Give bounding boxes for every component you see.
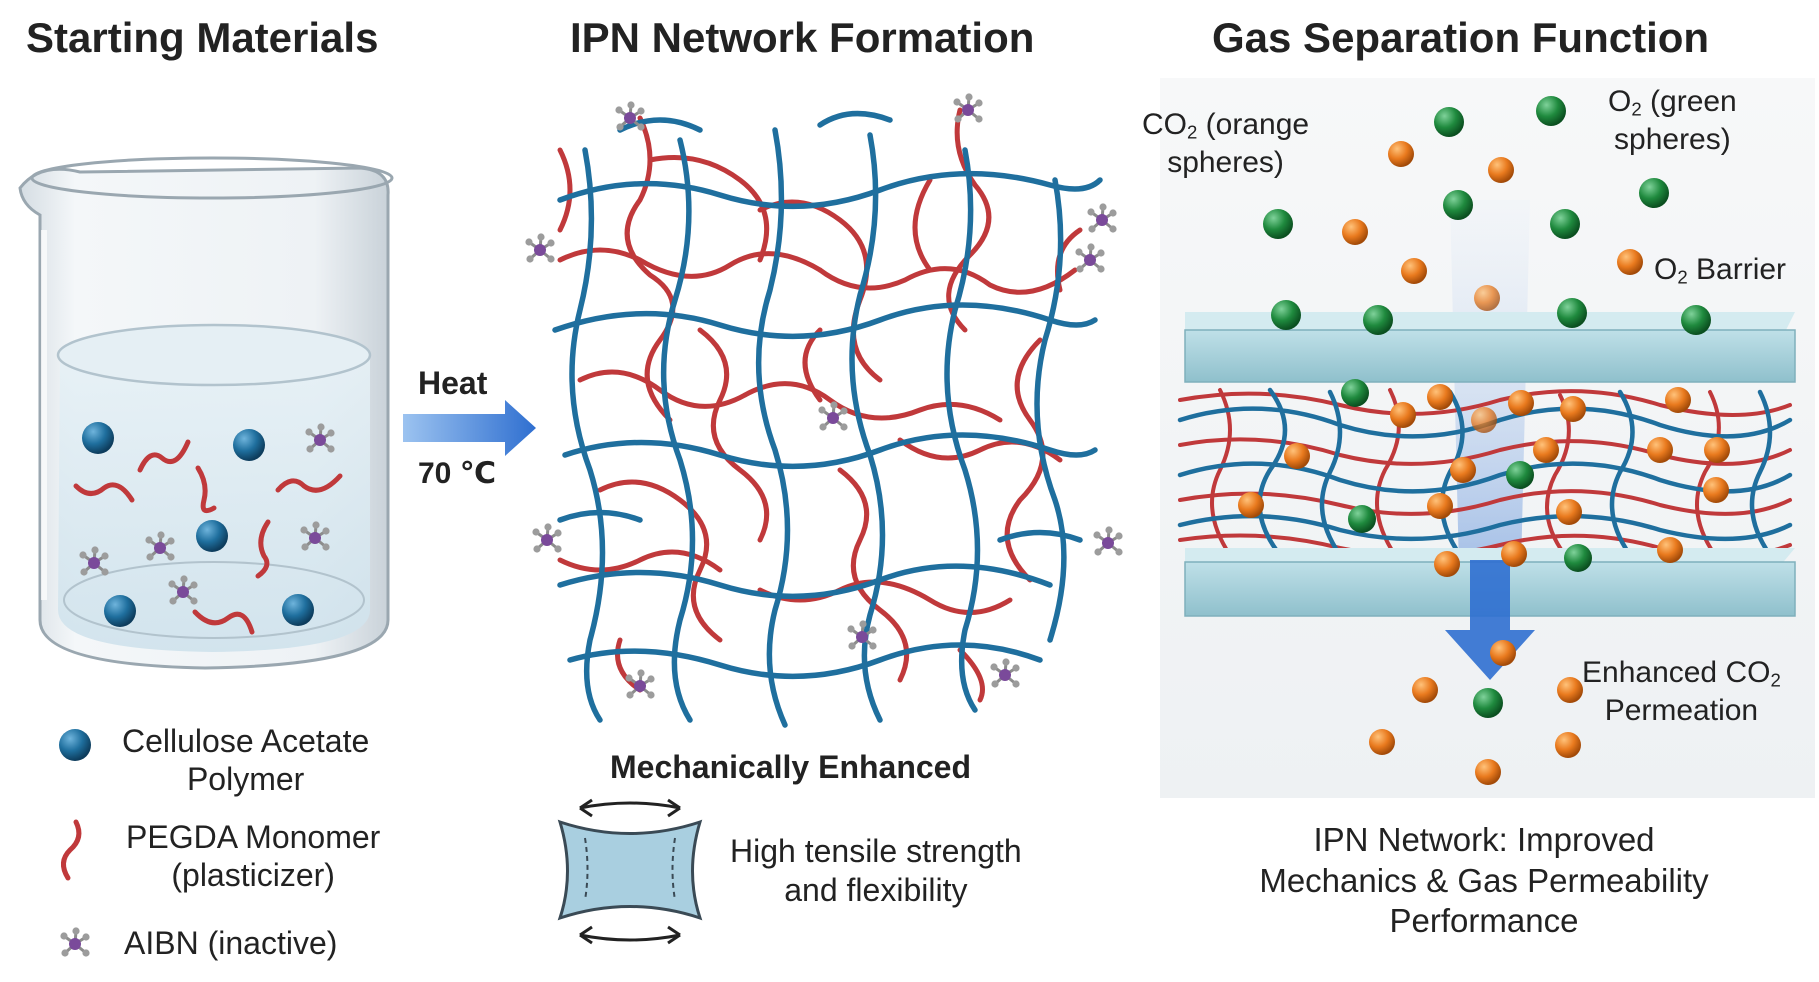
panel-title-starting-materials: Starting Materials — [26, 14, 379, 61]
mechanically-enhanced-title: Mechanically Enhanced — [610, 749, 972, 785]
co2-label-suffix: (orange — [1197, 108, 1310, 141]
ipn-network — [523, 91, 1125, 728]
o2-label-line2: spheres) — [1614, 122, 1731, 156]
ipn-summary-label: IPN Network: Improved Mechanics & Gas Pe… — [1218, 820, 1750, 942]
legend-pegda-line1: PEGDA Monomer — [126, 819, 381, 855]
summary-line2: Mechanics & Gas Permeability — [1259, 861, 1709, 899]
legend-pegda-icon — [61, 819, 82, 881]
permeation-sub: 2 — [1770, 669, 1781, 691]
legend-cellulose-line1: Cellulose Acetate — [122, 723, 370, 759]
tensile-strength-label: High tensile strength and flexibility — [730, 832, 1022, 911]
co2-label-line2: spheres) — [1167, 145, 1284, 179]
o2-label: O2 (green spheres) — [1608, 84, 1737, 158]
o2-barrier-label: O2 Barrier — [1654, 252, 1786, 290]
o2-label-text: O — [1608, 85, 1632, 118]
enhanced-co2-permeation-label: Enhanced CO2 Permeation — [1582, 655, 1781, 729]
o2-barrier-sub: 2 — [1677, 266, 1688, 288]
legend-aibn-label: AIBN (inactive) — [124, 925, 338, 961]
beaker — [18, 156, 394, 670]
tensile-line2: and flexibility — [784, 872, 968, 909]
heat-label: Heat — [418, 365, 488, 401]
panel-title-gas-separation-function: Gas Separation Function — [1212, 14, 1710, 61]
legend-aibn-icon — [58, 925, 92, 959]
heat-arrow — [403, 400, 536, 456]
permeation-line2: Permeation — [1604, 693, 1759, 727]
legend-cellulose-label: Cellulose Acetate Polymer — [122, 722, 369, 799]
summary-line3: Performance — [1389, 902, 1579, 940]
top-membrane — [1184, 312, 1796, 383]
legend-pegda-line2: (plasticizer) — [171, 857, 335, 894]
legend-cellulose-line2: Polymer — [186, 761, 305, 798]
o2-label-sub: 2 — [1631, 98, 1642, 120]
legend-cellulose-icon — [59, 729, 91, 761]
legend-pegda-label: PEGDA Monomer (plasticizer) — [126, 818, 380, 895]
tensile-line1: High tensile strength — [730, 833, 1022, 869]
o2-label-suffix: (green — [1641, 85, 1737, 118]
temperature-label: 70 ℃ — [418, 457, 497, 490]
stretch-icon — [557, 798, 703, 945]
o2-barrier-text: O — [1654, 253, 1678, 286]
o2-barrier-suffix: Barrier — [1687, 253, 1787, 286]
permeation-text: Enhanced CO — [1582, 656, 1771, 689]
beaker-contents — [73, 421, 343, 635]
panel-title-ipn-network-formation: IPN Network Formation — [570, 14, 1035, 61]
co2-label: CO2 (orange spheres) — [1142, 107, 1309, 181]
co2-label-sub: 2 — [1187, 121, 1198, 143]
summary-line1: IPN Network: Improved — [1313, 821, 1655, 858]
co2-label-text: CO — [1142, 108, 1187, 141]
gas-molecules — [1238, 96, 1730, 785]
